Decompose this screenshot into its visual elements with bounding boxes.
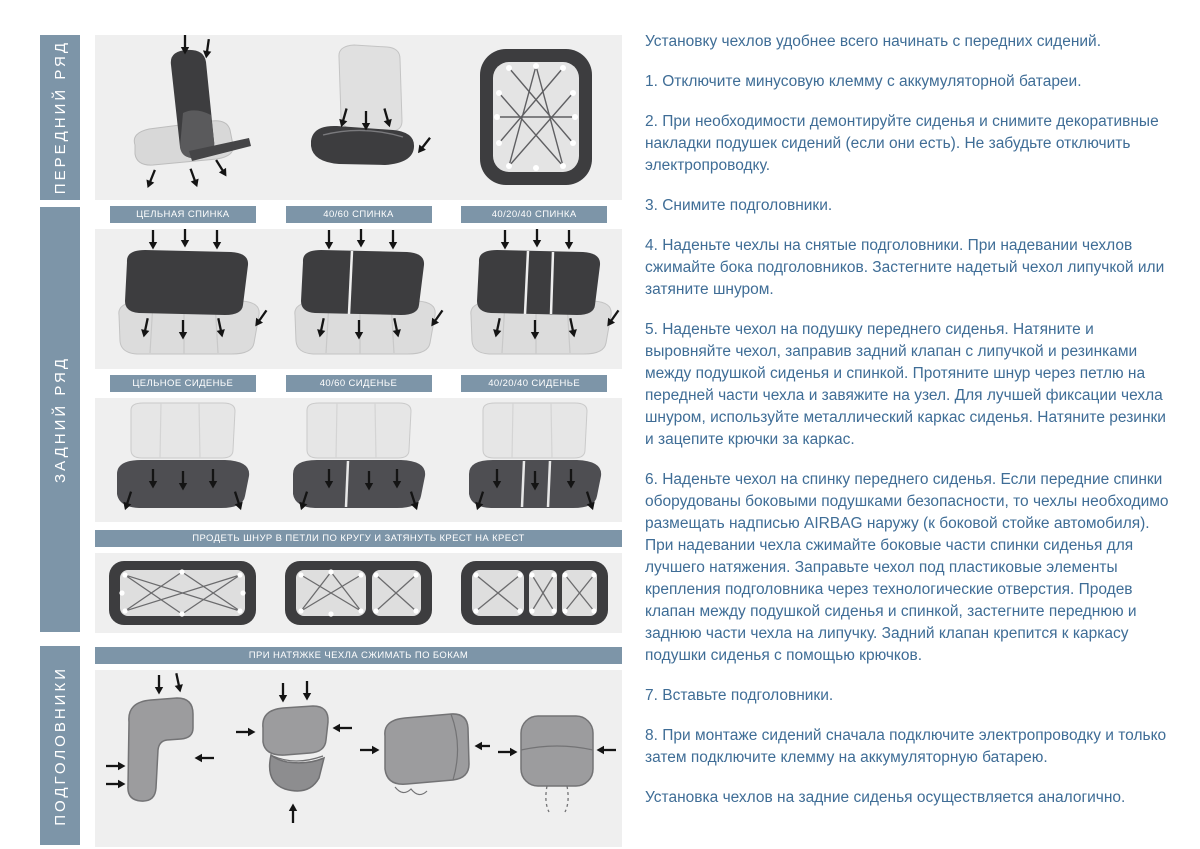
rear-row-label: ЗАДНИЙ РЯД [51,356,69,483]
instruction-step-7: 7. Вставьте подголовники. [645,687,834,704]
headrests-panel [95,670,622,847]
headrests-label: ПОДГОЛОВНИКИ [51,665,69,826]
rear-cushions-panel [95,398,622,522]
laced-back-40-20-40-illustration [461,561,608,625]
rear-back-40-20-40-illustration [470,229,622,355]
label-bar-back-40-20-40: 40/20/40 СПИНКА [461,206,608,223]
laced-backs-panel [95,553,622,633]
label-bar-seat-solid: ЦЕЛЬНОЕ СИДЕНЬЕ [109,375,256,392]
instructions-column: Установку чехлов удобнее всего начинать … [645,31,1171,827]
rear-cushion-40-20-40-illustration [469,402,602,513]
instruction-step-8: 8. При монтаже сидений сначала подключит… [645,727,1167,766]
front-seat-back-cover-illustration [133,35,251,191]
front-row-label: ПЕРЕДНИЙ РЯД [51,40,69,195]
seat-base-lacing-illustration [480,49,592,185]
rear-cushion-solid-illustration [117,402,250,513]
headrest-cover-fold-illustration [234,679,354,825]
headrest-cover-open-illustration [104,671,216,802]
label-bar-seat-40-60: 40/60 СИДЕНЬЕ [285,375,432,392]
front-row-panel [95,35,622,200]
section-rail-rear-row: ЗАДНИЙ РЯД [40,207,80,632]
instruction-step-3: 3. Снимите подголовники. [645,197,833,214]
instruction-step-1: 1. Отключите минусовую клемму с аккумуля… [645,73,1082,90]
instruction-step-5: 5. Наденьте чехол на подушку переднего с… [645,321,1166,448]
laced-back-40-60-illustration [285,561,432,625]
laced-back-solid-illustration [109,561,256,625]
rear-back-40-60-illustration [294,229,446,355]
lace-note-row: ПРОДЕТЬ ШНУР В ПЕТЛИ ПО КРУГУ И ЗАТЯНУТЬ… [95,530,622,547]
label-bar-lace-note: ПРОДЕТЬ ШНУР В ПЕТЛИ ПО КРУГУ И ЗАТЯНУТЬ… [95,530,622,547]
headrest-cylinder-illustration [359,713,490,796]
instruction-step-4: 4. Наденьте чехлы на снятые подголовники… [645,237,1165,298]
headrest-square-illustration [496,715,618,813]
rear-back-solid-illustration [118,229,270,355]
section-rail-headrests: ПОДГОЛОВНИКИ [40,646,80,845]
front-seat-cushion-cover-illustration [311,44,435,165]
section-rail-front-row: ПЕРЕДНИЙ РЯД [40,35,80,200]
instruction-outro: Установка чехлов на задние сиденья осуще… [645,789,1126,806]
diagram-column: ЦЕЛЬНАЯ СПИНКА 40/60 СПИНКА 40/20/40 СПИ… [95,35,622,847]
instruction-step-6: 6. Наденьте чехол на спинку переднего си… [645,471,1169,664]
rear-cushion-40-60-illustration [293,402,426,513]
label-bar-back-40-60: 40/60 СПИНКА [285,206,432,223]
back-type-labels: ЦЕЛЬНАЯ СПИНКА 40/60 СПИНКА 40/20/40 СПИ… [95,206,622,223]
label-bar-seat-40-20-40: 40/20/40 СИДЕНЬЕ [461,375,608,392]
label-bar-back-solid: ЦЕЛЬНАЯ СПИНКА [109,206,256,223]
headrest-note-row: ПРИ НАТЯЖКЕ ЧЕХЛА СЖИМАТЬ ПО БОКАМ [95,647,622,664]
seat-type-labels: ЦЕЛЬНОЕ СИДЕНЬЕ 40/60 СИДЕНЬЕ 40/20/40 С… [95,375,622,392]
instruction-step-2: 2. При необходимости демонтируйте сидень… [645,113,1159,174]
rear-backs-panel [95,229,622,369]
label-bar-headrest-note: ПРИ НАТЯЖКЕ ЧЕХЛА СЖИМАТЬ ПО БОКАМ [95,647,622,664]
instruction-intro: Установку чехлов удобнее всего начинать … [645,33,1102,50]
